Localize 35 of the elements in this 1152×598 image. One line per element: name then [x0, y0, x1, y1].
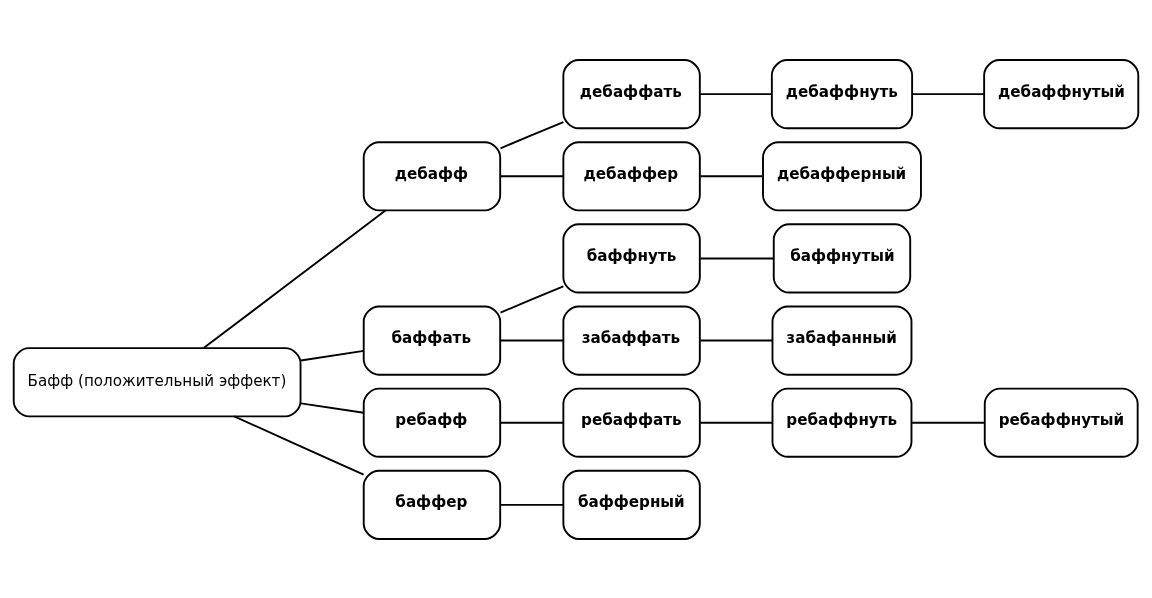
node-box: бафферный	[562, 469, 701, 540]
connector	[499, 503, 565, 506]
node-box: дебаффать	[562, 58, 701, 129]
connector	[699, 421, 774, 424]
node-box: ребаффнутый	[983, 387, 1139, 458]
node-box: забаффать	[562, 305, 701, 376]
node-box: ребафф	[362, 387, 502, 458]
node-box: баффер	[362, 469, 502, 540]
node-box: баффнуть	[562, 222, 701, 293]
node-box: баффнутый	[772, 222, 912, 293]
node-box: баффать	[362, 305, 502, 376]
connector	[299, 349, 365, 361]
connector	[699, 257, 775, 259]
node-box: дебаффнутый	[983, 58, 1140, 129]
connector	[499, 284, 565, 313]
connector	[910, 421, 986, 424]
connector	[299, 402, 365, 414]
connector	[499, 421, 565, 424]
connector	[499, 339, 565, 341]
node-box: ребаффать	[562, 387, 701, 458]
connector	[499, 120, 565, 149]
connector	[911, 92, 985, 95]
node-box: Бафф (положительный эффект)	[12, 346, 302, 417]
node-box: дебафферный	[762, 140, 922, 211]
node-box: дебаффер	[562, 140, 701, 211]
node-box: забафанный	[771, 305, 913, 376]
connector	[499, 174, 565, 177]
connector	[233, 414, 365, 476]
connector	[699, 174, 764, 177]
connector	[699, 92, 773, 95]
node-box: ребаффнуть	[771, 387, 913, 458]
connector	[699, 339, 774, 341]
node-box: дебаффнуть	[770, 58, 914, 129]
node-box: дебафф	[362, 140, 502, 211]
connector	[203, 209, 387, 349]
